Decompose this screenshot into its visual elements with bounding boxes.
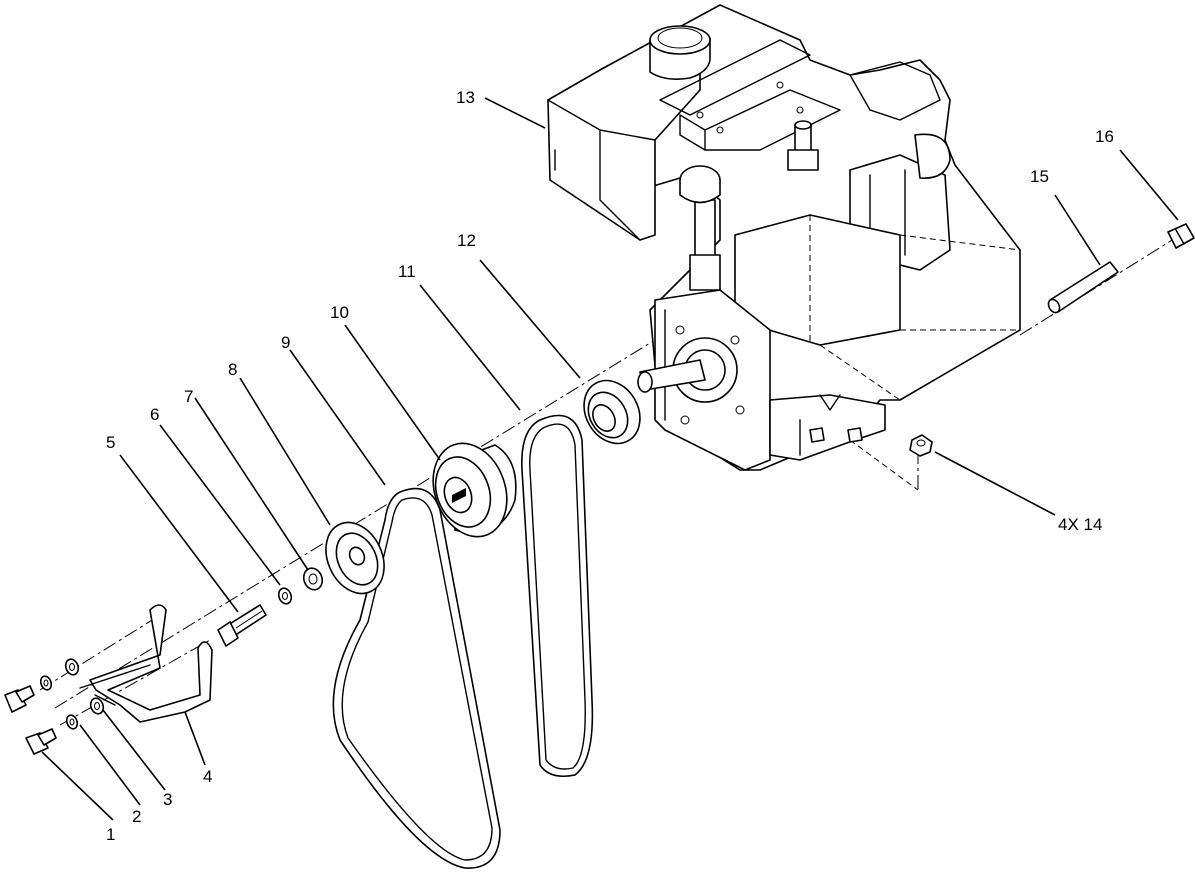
callout-14: 4X 14 [1058,515,1102,534]
belt-11 [521,414,594,778]
engine-assembly [547,4,1021,471]
callout-13: 13 [456,88,475,107]
callout-7: 7 [184,387,193,406]
callout-15: 15 [1030,167,1049,186]
leader-lines [41,97,1179,821]
pulley-8 [325,521,385,595]
hardware-1-2-3 [4,658,105,755]
callout-1: 1 [106,825,115,844]
callout-3: 3 [163,790,172,809]
bracket-4 [79,604,213,723]
callout-6: 6 [150,405,159,424]
callout-8: 8 [228,360,237,379]
callout-9: 9 [281,333,290,352]
callout-4: 4 [203,767,212,786]
hardware-5-6-7 [217,567,324,647]
callout-labels: 1 2 3 4 5 6 7 8 9 10 11 12 13 4X 14 15 1… [106,88,1114,844]
callout-16: 16 [1095,127,1114,146]
pulley-12 [583,379,641,445]
callout-5: 5 [106,433,115,452]
nut-14 [909,434,933,457]
callout-10: 10 [330,303,349,322]
callout-2: 2 [132,807,141,826]
callout-11: 11 [398,262,416,281]
spacer-15-nut-16 [1047,223,1195,314]
callout-12: 12 [457,231,476,250]
pulley-10 [432,442,517,538]
